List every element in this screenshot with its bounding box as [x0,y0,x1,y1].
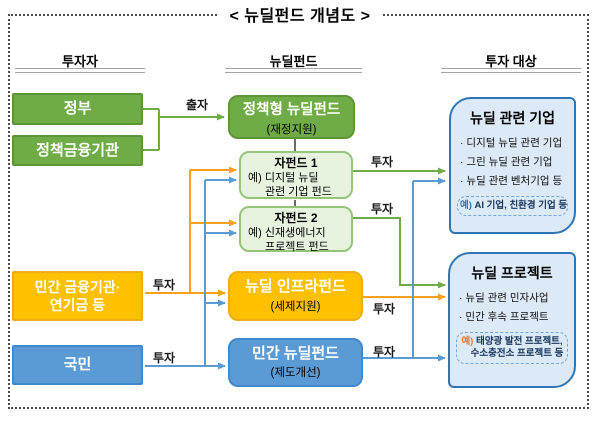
projects-bullet-1: · 뉴딜 관련 민자사업 [459,292,549,304]
box-citizens: 국민 [12,345,143,385]
box-infra-fund-subtitle: (세제지원) [270,300,321,313]
companies-example-box: 예) AI 기업, 친환경 기업 등 [457,195,568,217]
header-targets: 투자 대상 [485,54,537,69]
box-government: 정부 [12,93,143,125]
companies-example-prefix: 예) [460,199,472,211]
box-infra-fund: 뉴딜 인프라펀드 (세제지원) [228,271,363,321]
box-subfund2-line2: 프로젝트 펀드 [265,241,329,254]
box-policy-fund-title: 정책형 뉴딜펀드 [242,101,341,118]
label-invest-citizens: 투자 [153,351,176,365]
box-subfund2-line1: 예) 신재생에너지 [248,227,326,239]
box-citizens-label: 국민 [63,356,92,374]
box-private-fund-title: 민간 뉴딜펀드 [252,344,339,362]
box-subfund1-line2: 관련 기업 펀드 [265,186,332,199]
projects-example-line1-wrap: 예) 태양광 발전 프로젝트, [459,336,565,348]
label-invest-subfund2: 투자 [371,202,394,216]
diagram-title: < 뉴딜펀드 개념도 > [0,2,600,26]
projects-example-prefix: 예) [461,335,474,347]
box-policy-finance: 정책금융기관 [12,135,143,166]
companies-title: 뉴딜 관련 기업 [469,110,556,126]
companies-example-text: AI 기업, 친환경 기업 등 [471,199,568,211]
box-private-fund: 민간 뉴딜펀드 (제도개선) [228,338,363,387]
box-private-finance: 민간 금융기관· 연기금 등 [12,271,143,321]
companies-bullet-3: · 뉴딜 관련 벤처기업 등 [460,174,563,187]
box-policy-fund: 정책형 뉴딜펀드 (재정지원) [228,95,355,139]
box-newdeal-projects: 뉴딜 프로젝트 · 뉴딜 관련 민자사업 · 민간 후속 프로젝트 예) 태양광… [448,252,576,388]
box-private-finance-line2: 연기금 등 [49,297,106,313]
header-funds-underline [225,68,362,73]
label-invest-privatefund: 투자 [373,345,396,359]
companies-bullet-1: · 디지털 뉴딜 관련 기업 [460,137,563,149]
projects-example-box: 예) 태양광 발전 프로젝트, 수소충전소 프로젝트 등 [456,331,568,365]
box-subfund2-title: 자펀드 2 [274,211,318,225]
label-invest-privfin: 투자 [153,278,176,292]
projects-title: 뉴딜 프로젝트 [471,265,553,281]
label-contribution: 출자 [186,98,209,112]
box-private-finance-line1: 민간 금융기관· [34,278,121,295]
header-investors: 투자자 [62,54,98,69]
box-private-fund-subtitle: (제도개선) [270,367,321,380]
box-newdeal-companies: 뉴딜 관련 기업 · 디지털 뉴딜 관련 기업 · 그린 뉴딜 관련 기업 · … [449,97,576,234]
header-targets-underline [441,68,581,73]
box-subfund2: 자펀드 2 예) 신재생에너지 프로젝트 펀드 [239,206,353,254]
arrow-subfund2-projects [353,217,446,289]
label-invest-subfund1: 투자 [371,155,394,169]
diagram-title-text: < 뉴딜펀드 개념도 > [219,2,381,26]
box-policy-finance-label: 정책금융기관 [36,141,119,159]
box-infra-fund-title: 뉴딜 인프라펀드 [245,278,346,296]
header-funds: 뉴딜펀드 [269,54,318,69]
projects-example-line1: 태양광 발전 프로젝트, [473,335,563,347]
box-subfund1-title: 자펀드 1 [274,156,318,170]
header-investors-underline [15,68,145,73]
box-policy-fund-subtitle: (재정지원) [266,123,317,136]
box-government-label: 정부 [63,100,92,118]
projects-example-line2: 수소충전소 프로젝트 등 [470,348,564,360]
line-gov-bracket [143,108,160,151]
label-invest-infra: 투자 [373,302,396,316]
projects-bullet-2: · 민간 후속 프로젝트 [459,310,549,323]
companies-bullet-2: · 그린 뉴딜 관련 기업 [460,155,553,168]
box-subfund1-line1: 예) 디지털 뉴딜 [248,172,319,184]
box-subfund1: 자펀드 1 예) 디지털 뉴딜 관련 기업 펀드 [239,151,353,199]
